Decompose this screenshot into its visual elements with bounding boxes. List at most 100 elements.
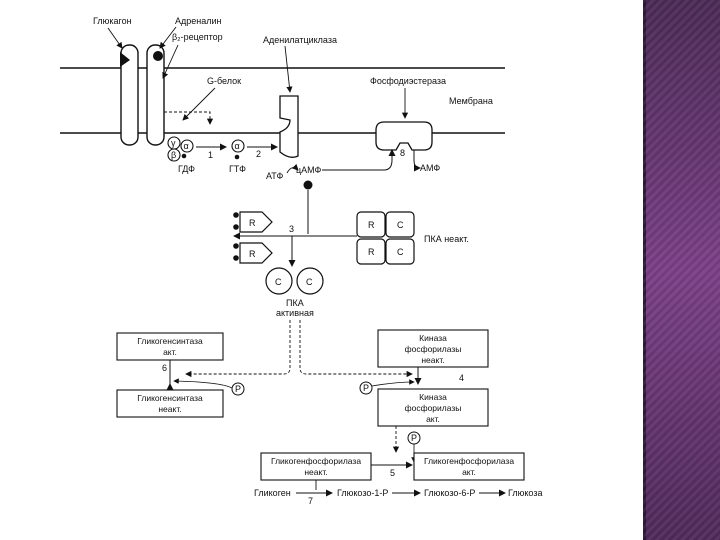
alpha-gtp-subunit	[231, 139, 245, 153]
pka-r2-label: R	[368, 247, 375, 257]
gs-inactive-line2: неакт.	[158, 404, 181, 414]
camp-dot	[303, 180, 313, 190]
c-subunit-1	[265, 267, 293, 295]
pka-c2-label: C	[397, 247, 404, 257]
beta2-receptor-label: β₂-рецептор	[172, 32, 223, 42]
pka-inactive-complex	[356, 211, 415, 265]
camp-bound-3	[233, 243, 239, 249]
p-to-gs-arrow	[173, 378, 233, 389]
receptor-signal-dashed	[164, 111, 214, 125]
pk-active-box	[377, 388, 489, 427]
r-subunit-bottom	[239, 242, 273, 264]
gp-active-box	[413, 452, 525, 481]
gp-active-line1: Гликогенфосфорилаза	[424, 456, 514, 466]
gp-inactive-box	[260, 452, 372, 481]
p1-label: P	[235, 384, 241, 394]
step8-label: 8	[400, 148, 405, 158]
phosphodiesterase-shape	[375, 121, 433, 151]
alpha-label: α	[184, 141, 189, 151]
glucagon-label: Глюкагон	[93, 16, 132, 26]
adrenaline-ligand-shape	[153, 51, 163, 61]
pathway-glucose: Глюкоза	[508, 488, 542, 498]
gtp-label: ГТФ	[229, 164, 246, 174]
gs-active-box	[116, 332, 224, 361]
alpha2-label: α	[235, 141, 240, 151]
step3-label: 3	[289, 224, 294, 234]
pka-active-label-1: ПКА	[286, 298, 304, 308]
pk-inactive-line2: фосфорилазы	[405, 344, 462, 354]
decorative-sidebar	[643, 0, 720, 540]
p2-label: P	[363, 383, 369, 393]
amp-label: АМФ	[420, 163, 440, 173]
r-bottom-label: R	[249, 249, 256, 259]
gs-active-line2: акт.	[163, 347, 177, 357]
gtp-dot	[234, 154, 240, 160]
membrane-label: Мембрана	[449, 96, 493, 106]
beta-label: β	[171, 150, 176, 160]
atp-label: АТФ	[266, 171, 283, 181]
signaling-diagram: Глюкагон Адреналин β₂-рецептор Аденилатц…	[60, 16, 542, 506]
adrenaline-pointer	[159, 26, 177, 49]
glucagon-pointer	[107, 27, 123, 49]
pk-inactive-box	[377, 329, 489, 368]
step4-label: 4	[459, 373, 464, 383]
gdp-dot	[181, 153, 187, 159]
pathway-glycogen: Гликоген	[254, 488, 291, 498]
pk-inactive-line1: Киназа	[419, 333, 447, 343]
adenylate-cyclase-shape	[279, 95, 299, 158]
camp-label: цАМФ	[296, 165, 322, 175]
step5-label: 5	[390, 468, 395, 478]
gdp-label: ГДФ	[178, 164, 195, 174]
camp-bound-1	[233, 212, 239, 218]
pka-c1-label: C	[397, 220, 404, 230]
g-protein-label: G-белок	[207, 76, 241, 86]
p3-label: P	[411, 433, 417, 443]
beta-subunit	[167, 148, 181, 162]
gs-inactive-box	[116, 389, 224, 418]
g-protein-pointer	[182, 87, 216, 121]
step2-label: 2	[256, 149, 261, 159]
gp-active-line2: акт.	[462, 467, 476, 477]
gamma-label: γ	[171, 138, 176, 148]
phosphodiesterase-label: Фосфодиэстераза	[370, 76, 446, 86]
gs-inactive-line1: Гликогенсинтаза	[137, 393, 203, 403]
camp-bound-4	[233, 255, 239, 261]
adrenaline-label: Адреналин	[175, 16, 222, 26]
c1-label: C	[275, 277, 282, 287]
phosphate-1	[231, 382, 245, 396]
pk-active-line3: акт.	[426, 414, 440, 424]
pk-active-line2: фосфорилазы	[405, 403, 462, 413]
pka-inactive-label: ПКА неакт.	[424, 234, 469, 244]
camp-bound-2	[233, 224, 239, 230]
step7-label: 7	[308, 496, 313, 506]
r-subunit-top	[239, 211, 273, 233]
pka-to-gs-dashed	[185, 320, 291, 378]
c2-label: C	[306, 277, 313, 287]
pde-to-amp-arrow	[413, 150, 421, 172]
slide: Глюкагон Адреналин β₂-рецептор Аденилатц…	[60, 16, 543, 506]
phosphate-2	[359, 381, 373, 395]
beta2-receptor-shape	[120, 44, 165, 146]
gs-active-line1: Гликогенсинтаза	[137, 336, 203, 346]
pka-active-label-2: активная	[276, 308, 314, 318]
pka-r1-label: R	[368, 220, 375, 230]
c-subunit-2	[296, 267, 324, 295]
step1-label: 1	[208, 150, 213, 160]
pk-inactive-line3: неакт.	[421, 355, 444, 365]
step6-label: 6	[162, 363, 167, 373]
r-top-label: R	[249, 218, 256, 228]
receptor-pointer	[162, 44, 179, 79]
pk-active-line1: Киназа	[419, 392, 447, 402]
adenylate-cyclase-pointer	[284, 45, 293, 93]
atp-to-camp-arrow	[286, 163, 299, 174]
gp-inactive-line1: Гликогенфосфорилаза	[271, 456, 361, 466]
gp-inactive-line2: неакт.	[304, 467, 327, 477]
camp-to-pde-arrow	[322, 149, 396, 171]
adenylate-cyclase-label: Аденилатциклаза	[263, 35, 337, 45]
alpha-subunit	[180, 139, 194, 153]
p-to-pk-arrow	[371, 379, 415, 387]
pathway-g6p: Глюкозо-6-Р	[424, 488, 475, 498]
pka-to-pk-dashed	[299, 320, 413, 378]
pathway-g1p: Глюкозо-1-Р	[337, 488, 388, 498]
glucagon-ligand-shape	[120, 52, 130, 67]
